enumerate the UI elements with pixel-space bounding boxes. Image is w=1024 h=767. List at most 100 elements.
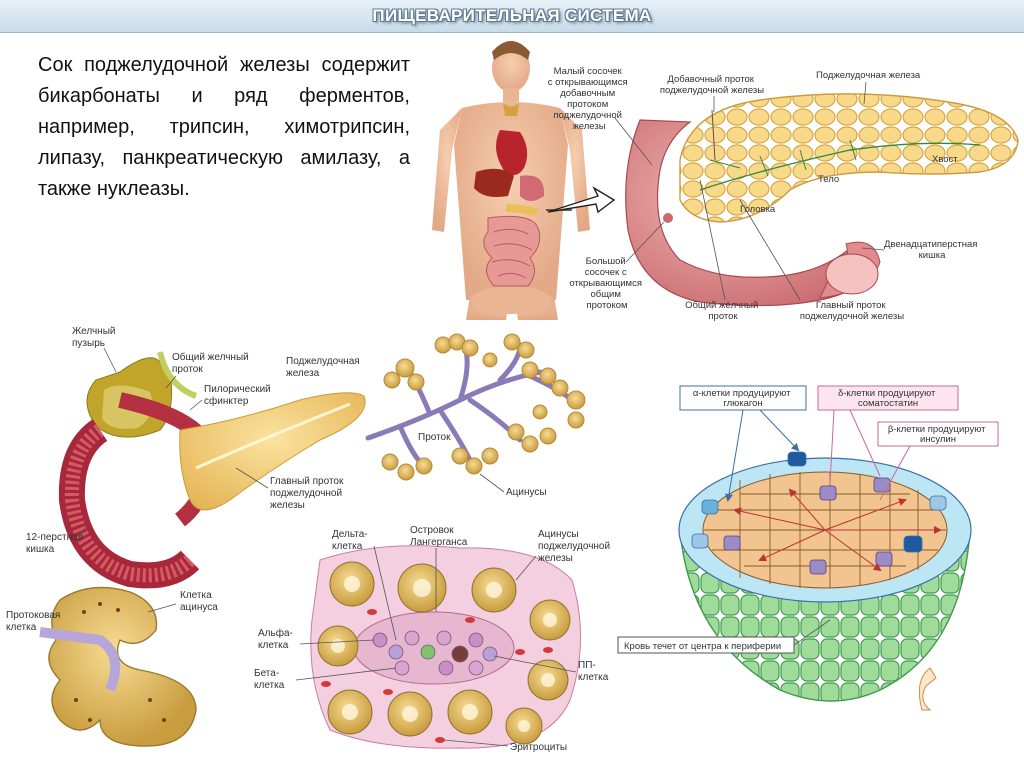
small-papilla-label-4: протоком xyxy=(567,99,608,110)
beta-cell-label-2: клетка xyxy=(254,680,285,691)
svg-text:Пилорический сфинктер: Пилорический сфинктер xyxy=(204,384,274,407)
common-bile-duct-label-g2: проток xyxy=(172,364,203,375)
duct-cell-label-1: Протоковая xyxy=(6,610,60,621)
large-papilla-label-2: сосочек с xyxy=(585,267,627,278)
duct-tree-labels: Проток Ацинусы xyxy=(418,432,547,498)
gallbladder-label-1: Желчный xyxy=(72,326,115,337)
body-label: Тело xyxy=(818,174,839,185)
svg-text:Бета- клетка: Бета- клетка xyxy=(254,668,285,691)
title-bar: ПИЩЕВАРИТЕЛЬНАЯ СИСТЕМА xyxy=(0,0,1024,33)
svg-text:Дельта- клетка: Дельта- клетка xyxy=(332,529,370,552)
gland-overview-labels: Желчный пузырь Общий желчный проток Пило… xyxy=(26,326,362,555)
svg-text:Общий жёлчный проток: Общий жёлчный проток xyxy=(685,300,761,322)
svg-text:Островок Лангерганса: Островок Лангерганса xyxy=(410,525,468,548)
islet-label-1: Островок xyxy=(410,525,454,536)
small-papilla-label-5: поджелудочной xyxy=(553,110,621,121)
common-bile-duct-label-g1: Общий желчный xyxy=(172,351,249,363)
head-label: Головка xyxy=(740,204,776,215)
svg-text:δ-клетки продуцируют сом: δ-клетки продуцируют соматостатин xyxy=(838,388,938,409)
svg-text:Желчный пузырь: Желчный пузырь xyxy=(72,326,118,349)
duct-label: Проток xyxy=(418,432,451,443)
islet-3d-labels: α-клетки продуцируют глюкагон δ-клетки п… xyxy=(617,385,999,654)
svg-text:β-клетки продуцируют инс: β-клетки продуцируют инсулин xyxy=(888,424,988,445)
pancreas-duodenum-illustration xyxy=(625,93,1019,307)
islet-labels: Дельта- клетка Островок Лангерганса Ацин… xyxy=(254,525,613,753)
gland-main-duct-label-2: поджелудочной xyxy=(270,488,342,499)
gland-pancreas-label-2: железа xyxy=(286,368,320,379)
svg-text:Малый сосочек с открываю: Малый сосочек с открывающимся добавочным… xyxy=(548,66,631,132)
pp-cell-label-1: ПП- xyxy=(578,660,596,671)
gland-duodenum-label-2: кишка xyxy=(26,544,55,555)
alpha-cell-label-2: клетка xyxy=(258,640,289,651)
small-papilla-label-1: Малый сосочек xyxy=(554,66,623,77)
islet-label-2: Лангерганса xyxy=(410,537,468,548)
beta-3d-label-1: β-клетки продуцируют xyxy=(888,424,986,435)
alpha-3d-label-1: α-клетки продуцируют xyxy=(693,388,791,399)
islet-acini-label-2: поджелудочной xyxy=(538,541,610,552)
main-duct-label-2: поджелудочной железы xyxy=(800,311,904,322)
svg-text:Главный проток поджелудо: Главный проток поджелудочной железы xyxy=(800,300,904,322)
svg-text:Клетка ацинуса: Клетка ацинуса xyxy=(180,590,218,613)
rbc-label: Эритроциты xyxy=(510,742,567,753)
duct-cell-label-2: клетка xyxy=(6,622,37,633)
alpha-cell-label-1: Альфа- xyxy=(258,627,293,639)
tail-label: Хвост xyxy=(932,154,958,165)
pylorus-label-2: сфинктер xyxy=(204,395,249,407)
accessory-duct-label-1: Добавочный проток xyxy=(667,74,754,85)
delta-cell-label-2: клетка xyxy=(332,541,363,552)
svg-text:Ацинусы поджелудочной: Ацинусы поджелудочной железы xyxy=(538,529,613,564)
blood-flow-label: Кровь течет от центра к периферии xyxy=(624,641,781,652)
duodenum-label-1: Двенадцатиперстная xyxy=(884,239,977,250)
zoom-arrow xyxy=(547,186,616,214)
gland-main-duct-label-3: железы xyxy=(270,500,305,511)
beta-cell-label-1: Бета- xyxy=(254,668,279,679)
common-bile-duct-label-2: проток xyxy=(708,311,738,322)
acinus-labels: Клетка ацинуса Протоковая клетка xyxy=(6,590,218,633)
pancreas-label: Поджелудочная железа xyxy=(816,70,921,81)
delta-3d-label-2: соматостатин xyxy=(858,398,918,409)
svg-text:α-клетки продуцируют глю: α-клетки продуцируют глюкагон xyxy=(693,388,793,409)
svg-text:Главный проток поджелудо: Главный проток поджелудочной железы xyxy=(270,476,346,511)
intro-paragraph: Сок поджелудочной железы содержит бикарб… xyxy=(38,54,410,200)
svg-text:Большой сосочек с: Большой сосочек с открывающимся общим пр… xyxy=(569,256,644,311)
svg-text:Поджелудочная железа: Поджелудочная железа xyxy=(286,356,362,379)
gland-duodenum-label-1: 12-перстная xyxy=(26,532,83,543)
svg-text:Двенадцатиперстная кишка: Двенадцатиперстная кишка xyxy=(884,239,980,261)
acinus-cell-label-1: Клетка xyxy=(180,590,212,601)
delta-cell-label-1: Дельта- xyxy=(332,529,368,540)
svg-text:Общий желчный проток: Общий желчный проток xyxy=(172,351,252,375)
small-papilla-label-2: с открывающимся xyxy=(548,77,628,88)
gland-main-duct-label-1: Главный проток xyxy=(270,476,344,487)
pp-cell-label-2: клетка xyxy=(578,672,609,683)
large-papilla-label-1: Большой xyxy=(586,256,626,267)
svg-text:Альфа- клетка: Альфа- клетка xyxy=(258,627,296,651)
islet-illustration xyxy=(310,545,581,749)
gland-pancreas-label-1: Поджелудочная xyxy=(286,356,360,367)
large-papilla-label-5: протоком xyxy=(586,300,627,311)
acinus-cell-label-2: ацинуса xyxy=(180,602,218,613)
large-papilla-label-3: открывающимся xyxy=(569,278,642,289)
alpha-3d-label-2: глюкагон xyxy=(723,398,762,409)
svg-text:Протоковая клетка: Протоковая клетка xyxy=(6,610,63,633)
islet-3d-illustration xyxy=(678,451,972,711)
duct-tree-illustration xyxy=(365,333,586,481)
gland-overview-illustration xyxy=(58,351,366,589)
gallbladder-label-2: пузырь xyxy=(72,338,105,349)
svg-text:Добавочный проток поджел: Добавочный проток поджелудочной железы xyxy=(660,74,764,96)
delta-3d-label-1: δ-клетки продуцируют xyxy=(838,388,936,399)
acinus-illustration xyxy=(39,586,197,747)
large-papilla-label-4: общим xyxy=(590,289,620,300)
accessory-duct-label-2: поджелудочной железы xyxy=(660,85,764,96)
svg-text:12-перстная кишка: 12-перстная кишка xyxy=(26,532,86,555)
duodenum-label-2: кишка xyxy=(919,250,946,261)
acini-label: Ацинусы xyxy=(506,487,547,498)
svg-text:ПП- клетка: ПП- клетка xyxy=(578,660,609,683)
islet-acini-label-3: железы xyxy=(538,553,573,564)
pylorus-label-1: Пилорический xyxy=(204,384,271,395)
small-papilla-label-6: железы xyxy=(572,121,605,132)
main-duct-label-1: Главный проток xyxy=(816,300,887,311)
slide-title: ПИЩЕВАРИТЕЛЬНАЯ СИСТЕМА xyxy=(372,6,652,25)
beta-3d-label-2: инсулин xyxy=(920,434,956,445)
islet-acini-label-1: Ацинусы xyxy=(538,529,579,540)
